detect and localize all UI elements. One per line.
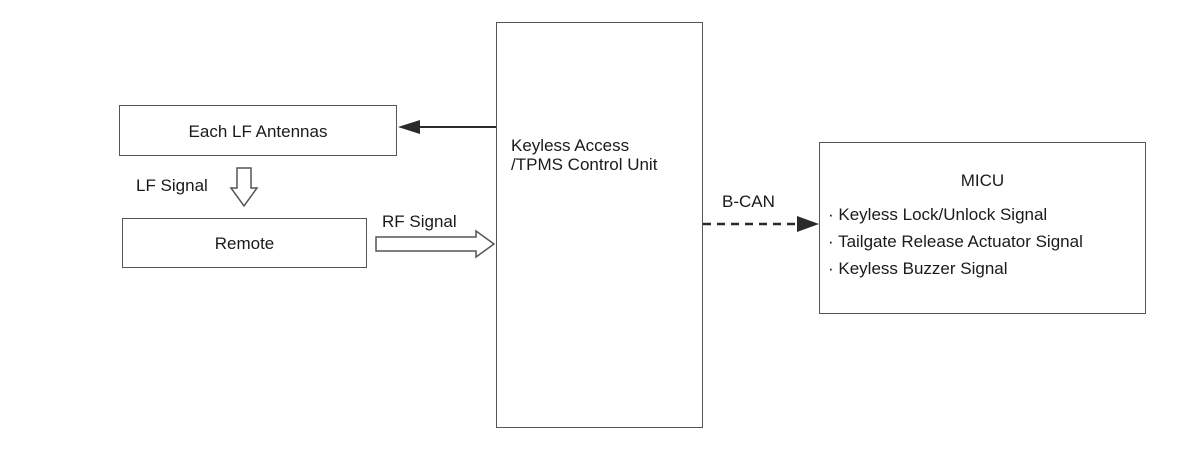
antennas-box: Each LF Antennas (119, 105, 397, 156)
micu-box: MICU · Keyless Lock/Unlock Signal · Tail… (819, 142, 1146, 314)
b-can-label: B-CAN (722, 192, 775, 211)
control-to-antennas-arrowhead (398, 120, 420, 134)
remote-box: Remote (122, 218, 367, 268)
control-unit-label-line2: /TPMS Control Unit (511, 155, 658, 174)
control-unit-label-line1: Keyless Access (511, 136, 630, 155)
rf-signal-arrow (375, 229, 496, 259)
b-can-arrowhead (797, 216, 819, 232)
control-unit-box: Keyless Access /TPMS Control Unit (496, 22, 703, 428)
micu-signal-item: · Keyless Buzzer Signal (828, 259, 1008, 278)
lf-signal-label: LF Signal (136, 176, 208, 195)
remote-label: Remote (214, 234, 275, 253)
antennas-label: Each LF Antennas (188, 122, 328, 141)
rf-signal-label: RF Signal (382, 212, 457, 231)
micu-title: MICU (960, 171, 1005, 190)
lf-signal-arrow (229, 167, 259, 208)
micu-signal-item: · Tailgate Release Actuator Signal (828, 232, 1083, 251)
micu-signal-item: · Keyless Lock/Unlock Signal (828, 205, 1048, 224)
